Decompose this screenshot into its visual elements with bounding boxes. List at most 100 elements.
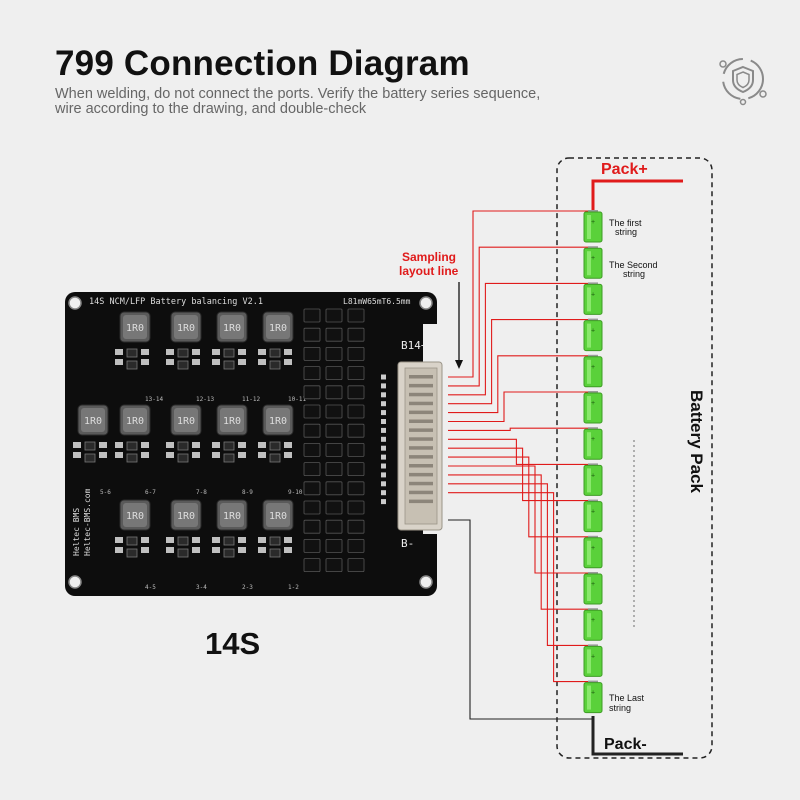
board-model-text: 14S NCM/LFP Battery balancing V2.1 <box>89 297 263 307</box>
smd-components <box>115 536 149 558</box>
mosfet <box>325 346 343 361</box>
silkscreen-label: 4-5 <box>145 584 156 591</box>
board-size-text: L81mW65mT6.5mm <box>343 297 411 306</box>
mosfet <box>325 442 343 457</box>
svg-text:+: + <box>591 472 595 479</box>
svg-text:+: + <box>591 400 595 407</box>
sense-wire <box>448 456 593 538</box>
mosfet <box>347 423 365 438</box>
mosfet <box>325 423 343 438</box>
first-string-label-1: The first <box>609 218 642 228</box>
silkscreen-label: 12-13 <box>196 396 214 403</box>
mounting-hole <box>419 296 433 310</box>
b14-label: B14+ <box>401 339 428 352</box>
inductor: 1R0 <box>216 499 248 531</box>
smd-components <box>115 441 149 463</box>
silkscreen-label: 7-8 <box>196 489 207 496</box>
pin-label-mark <box>381 401 386 407</box>
silkscreen-label: 2-3 <box>242 584 253 591</box>
svg-text:1R0: 1R0 <box>126 416 144 427</box>
page-subtitle: When welding, do not connect the ports. … <box>55 87 615 117</box>
battery-cell: + <box>583 535 603 569</box>
mosfet <box>325 462 343 477</box>
pin-label-mark <box>381 454 386 460</box>
series-caption: 14S <box>205 626 261 661</box>
pin-label-mark <box>381 419 386 424</box>
battery-cell: + <box>583 318 603 352</box>
mosfet <box>347 385 365 400</box>
mosfet <box>347 519 365 534</box>
svg-text:+: + <box>591 509 595 516</box>
smd-components <box>212 536 246 558</box>
svg-text:1R0: 1R0 <box>269 416 287 427</box>
connector-pin <box>409 401 433 406</box>
inductor: 1R0 <box>170 499 202 531</box>
mosfet <box>303 500 321 515</box>
mosfet <box>303 346 321 361</box>
mosfet <box>325 308 343 323</box>
battery-cell: + <box>583 680 603 714</box>
smd-components <box>166 348 200 370</box>
mosfet <box>347 500 365 515</box>
pin-label-mark <box>381 463 386 469</box>
subtitle-line-1: When welding, do not connect the ports. … <box>55 86 541 102</box>
mosfet <box>303 366 321 381</box>
svg-text:1R0: 1R0 <box>223 323 241 334</box>
svg-text:1R0: 1R0 <box>269 511 287 522</box>
connector-pin <box>409 383 433 388</box>
inductor: 1R0 <box>262 499 294 531</box>
connector-pin <box>409 446 433 450</box>
connector-pin <box>409 375 433 379</box>
sampling-label-1: Sampling <box>402 250 456 264</box>
mosfet <box>303 385 321 400</box>
mosfet <box>325 539 343 553</box>
connector-pin <box>409 499 433 504</box>
connector-pin-labels <box>381 374 386 505</box>
silkscreen-label: 13-14 <box>145 396 163 403</box>
connector-pin <box>409 437 433 441</box>
smd-components <box>212 441 246 463</box>
sense-wire <box>448 519 593 720</box>
connector-pin <box>409 428 433 432</box>
mounting-hole <box>68 296 82 310</box>
pin-label-mark <box>381 374 386 380</box>
svg-text:+: + <box>591 291 595 298</box>
silkscreen-label: 9-10 <box>288 489 303 496</box>
svg-text:+: + <box>591 617 595 624</box>
pin-label-mark <box>381 383 386 389</box>
pack-minus-label: Pack- <box>604 736 647 753</box>
mosfet <box>347 404 365 419</box>
inductor: 1R0 <box>170 311 202 343</box>
sense-wire <box>448 246 593 387</box>
pin-label-mark <box>381 392 386 398</box>
silkscreen-label: 1-2 <box>288 584 299 591</box>
mosfet <box>347 346 365 361</box>
balancer-board: 14S NCM/LFP Battery balancing V2.1 L81mW… <box>65 292 443 596</box>
smd-components <box>166 536 200 558</box>
svg-text:+: + <box>591 690 595 697</box>
mosfet <box>325 404 343 419</box>
second-string-label-1: The Second <box>609 260 658 270</box>
second-string-label-2: string <box>623 269 645 279</box>
sense-wire <box>448 282 593 396</box>
pcb-body <box>65 292 437 596</box>
svg-text:1R0: 1R0 <box>269 323 287 334</box>
mounting-hole <box>68 575 82 589</box>
smd-components <box>115 348 149 370</box>
svg-text:1R0: 1R0 <box>223 416 241 427</box>
svg-text:1R0: 1R0 <box>223 511 241 522</box>
brand-text: Heltec BMS <box>72 508 81 556</box>
svg-text:1R0: 1R0 <box>126 323 144 334</box>
battery-cell: + <box>583 246 603 279</box>
svg-text:+: + <box>591 328 595 335</box>
battery-cell: + <box>583 644 603 677</box>
pin-label-mark <box>381 499 386 505</box>
mosfet <box>325 481 343 496</box>
battery-cell: + <box>583 391 603 424</box>
inductor: 1R0 <box>77 404 109 436</box>
svg-text:+: + <box>591 436 595 443</box>
smd-components <box>258 441 292 463</box>
last-string-label-2: string <box>609 703 631 713</box>
